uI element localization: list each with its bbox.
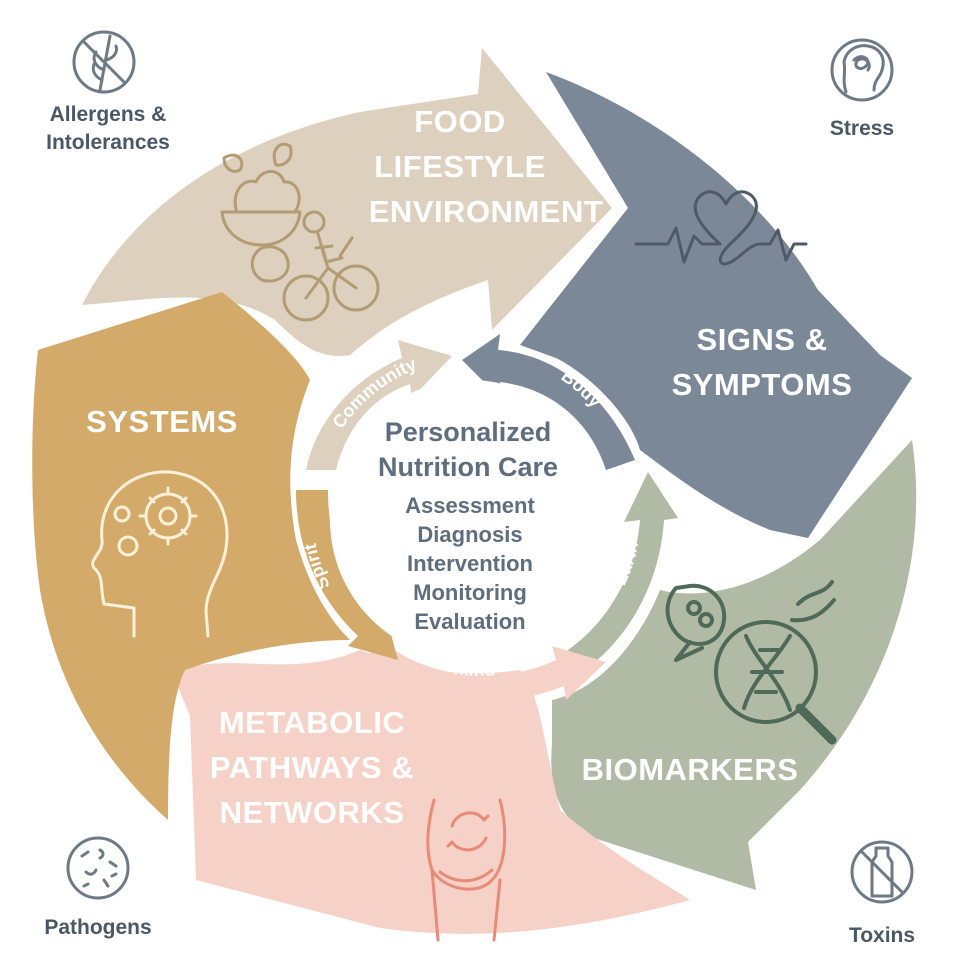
systems-label: SYSTEMS bbox=[86, 404, 238, 439]
allergens-label-line-1: Allergens & bbox=[50, 103, 167, 126]
heartbeat-icon bbox=[634, 190, 808, 266]
segment-metabolic bbox=[172, 650, 690, 934]
segment-systems bbox=[32, 292, 350, 820]
metabolic-label-line-1: METABOLIC bbox=[219, 705, 405, 740]
food-label: FOOD LIFESTYLE ENVIRONMENT bbox=[369, 104, 604, 229]
pathogens-label: Pathogens bbox=[44, 916, 151, 939]
center-step-monitoring: Monitoring bbox=[413, 580, 527, 605]
signs-label-line-1: SIGNS & bbox=[697, 322, 828, 357]
segment-biomarkers bbox=[551, 440, 917, 890]
tangled-head-icon bbox=[830, 38, 894, 102]
center-title-line-1: Personalized bbox=[385, 417, 552, 447]
segment-food bbox=[82, 48, 612, 356]
center-title-line-2: Nutrition Care bbox=[378, 452, 558, 482]
ring-arrow-spirit bbox=[296, 490, 398, 660]
center-step-intervention: Intervention bbox=[407, 551, 533, 576]
no-wheat-icon bbox=[72, 30, 136, 94]
ring-arrow-body bbox=[462, 334, 635, 470]
metabolic-label-line-2: PATHWAYS & bbox=[210, 750, 414, 785]
no-bottle-icon bbox=[850, 840, 914, 904]
dna-magnifier-icon bbox=[665, 580, 837, 745]
center-step-diagnosis: Diagnosis bbox=[417, 522, 522, 547]
signs-label-line-2: SYMPTOMS bbox=[672, 367, 853, 402]
biomarkers-label: BIOMARKERS bbox=[582, 752, 799, 787]
stress-label: Stress bbox=[830, 117, 894, 140]
food-label-line-3: ENVIRONMENT bbox=[369, 194, 604, 229]
metabolic-label-line-3: NETWORKS bbox=[220, 795, 405, 830]
petri-dish-icon bbox=[66, 836, 130, 900]
body-cycle-icon bbox=[426, 798, 507, 942]
center-step-evaluation: Evaluation bbox=[414, 609, 525, 634]
center-circle bbox=[330, 380, 610, 660]
food-bike-icon bbox=[220, 142, 380, 322]
segment-signs bbox=[520, 72, 912, 538]
signs-label: SIGNS & SYMPTOMS bbox=[672, 322, 853, 402]
ring-label-mind: Mind bbox=[453, 658, 496, 680]
ring-arrow-mind bbox=[362, 640, 606, 702]
head-gears-icon bbox=[91, 470, 229, 638]
food-label-line-1: FOOD bbox=[414, 104, 506, 139]
food-label-line-2: LIFESTYLE bbox=[374, 149, 546, 184]
metabolic-label: METABOLIC PATHWAYS & NETWORKS bbox=[210, 705, 414, 830]
center-step-assessment: Assessment bbox=[405, 493, 535, 518]
allergens-label-line-2: Intolerances bbox=[46, 131, 170, 154]
toxins-label: Toxins bbox=[849, 924, 915, 947]
ring-arrow-community bbox=[306, 340, 452, 470]
ring-arrow-earth bbox=[568, 472, 678, 672]
